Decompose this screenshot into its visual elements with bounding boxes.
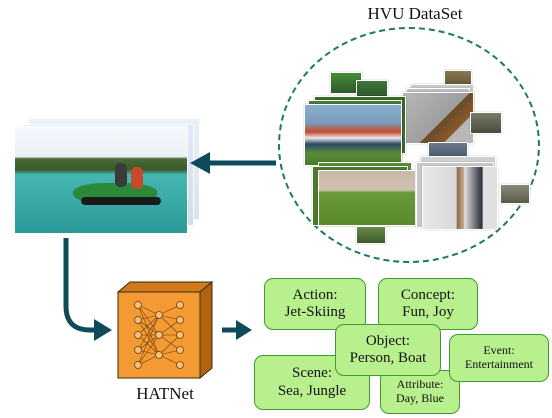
- tag-scene: Scene: Sea, Jungle: [254, 355, 370, 410]
- tag-event-value: Entertainment: [465, 357, 533, 371]
- tag-scene-value: Sea, Jungle: [277, 382, 347, 399]
- cube-side: [199, 280, 213, 380]
- thumbnail: [356, 226, 386, 244]
- soccer-thumbnail: [318, 170, 416, 226]
- arrow-head: [190, 152, 210, 174]
- tag-attribute-title: Attribute:: [396, 377, 444, 392]
- tag-event: Event: Entertainment: [449, 334, 549, 382]
- cube-top: [116, 281, 214, 293]
- dataset-title: HVU DataSet: [367, 4, 463, 23]
- dataset-circle: [278, 27, 540, 263]
- arrow-head: [94, 319, 112, 341]
- tag-concept: Concept: Fun, Joy: [378, 278, 478, 330]
- tag-concept-value: Fun, Joy: [402, 304, 454, 320]
- jet-ski-frame: [14, 126, 188, 234]
- jet-ski-hull: [81, 197, 161, 205]
- tag-action: Action: Jet-Skiing: [264, 278, 366, 330]
- tag-object: Object: Person, Boat: [335, 324, 441, 376]
- rider: [115, 163, 127, 187]
- tag-attribute-value: Day, Blue: [396, 391, 444, 405]
- tag-action-title: Action:: [292, 286, 338, 303]
- hatnet-label: HATNet: [136, 384, 194, 403]
- tag-object-title: Object:: [365, 332, 411, 349]
- football-thumbnail: [304, 104, 402, 166]
- tag-scene-title: Scene:: [292, 365, 332, 382]
- tag-concept-title: Concept:: [400, 286, 456, 303]
- thumbnail: [470, 112, 502, 134]
- tag-object-value: Person, Boat: [349, 350, 427, 366]
- thumbnail: [500, 184, 530, 204]
- arrow-clip-to-hatnet: [63, 238, 96, 333]
- arrow-head: [236, 320, 252, 340]
- rider: [131, 167, 143, 189]
- hatnet-cube: [116, 280, 214, 380]
- tag-attribute: Attribute: Day, Blue: [380, 370, 460, 414]
- harp-thumbnail: [422, 166, 498, 230]
- tag-action-value: Jet-Skiing: [284, 304, 346, 320]
- tag-event-title: Event:: [483, 343, 515, 358]
